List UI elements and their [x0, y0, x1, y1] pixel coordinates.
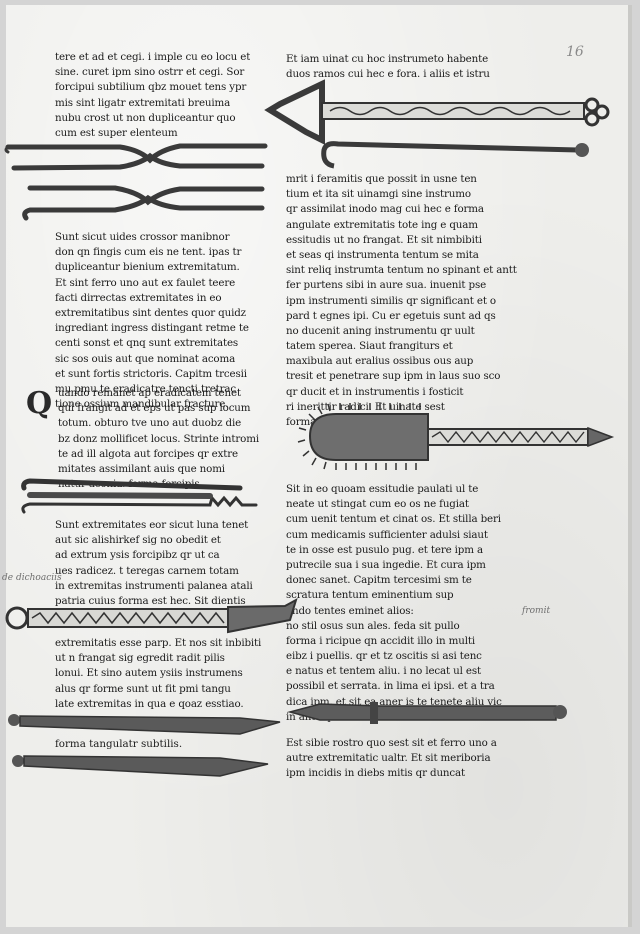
text-line: sint reliq instrumta tentum no spinant e…	[286, 264, 517, 277]
text-line: eibz i puellis. qr et tz oscitis si asi …	[286, 650, 482, 663]
text-line: extremitatibus sint dentes quor quidz	[55, 306, 246, 319]
text-line: qui frangit ad et eps ut pas sup locum	[58, 402, 251, 415]
text-line: in extremitas instrumenti palanea atali	[55, 579, 253, 592]
left-text-block-2: Sunt sicut uides crossor manibnor don qn…	[55, 230, 265, 412]
text-line: essitudis ut no frangat. Et sit nimbibit…	[286, 233, 482, 246]
text-line: cum medicamis sufficienter adulsi siaut	[286, 528, 488, 541]
text-line: Sit in eo quoam essitudie paulati ul te	[286, 483, 479, 495]
text-line: patria cuius forma est hec. Sit dientis	[55, 594, 246, 607]
left-text-block-1: tere et ad et cegi. i imple cu eo locu e…	[55, 50, 250, 141]
left-margin-note: de dichoaciis	[2, 573, 62, 583]
text-line: alus qr forme sunt ut fit pmi tangu	[55, 682, 231, 695]
text-line: et sunt fortis strictoris. Capitm trcesi…	[55, 367, 247, 380]
text-line: totum. obturo tve uno aut duobz die	[58, 417, 242, 430]
text-line: tere et ad et cegi. i imple cu eo locu e…	[55, 51, 251, 63]
text-line: ipm incidis in diebs mitis qr duncat	[286, 767, 466, 780]
text-line: tresit et penetrare sup ipm in laus suo …	[286, 370, 501, 383]
text-line: tatem sperea. Siaut frangiturs et	[286, 340, 453, 353]
text-line: forma i ricipue qn accidit illo in multi	[286, 634, 475, 647]
text-line: possibil et serrata. in lima ei ipsi. et…	[286, 680, 495, 693]
text-line: ingrediant ingress distingant retme te	[55, 322, 249, 335]
left-text-block-3: uando remanet ap eradicatem tenet qui fr…	[58, 386, 268, 492]
text-line: te ad ill algota aut forcipes qr extre	[58, 447, 238, 460]
text-line: mu pmu te eradicatre tencti tretrac	[55, 382, 237, 395]
crossed-forceps-icon	[22, 185, 265, 221]
text-line: cum uenit tentum et cinat os. Et stilla …	[286, 513, 501, 526]
text-line: facti dirrectas extremitates in eo	[55, 291, 222, 304]
text-line: e natus et tentem aliu. i no lecat ul es…	[286, 665, 481, 678]
text-line: dupliceantur bienium extremitatum.	[55, 261, 240, 274]
thin-blade-instrument-icon	[8, 714, 281, 735]
thin-blade-instrument-icon	[12, 755, 269, 777]
left-caption-bottom: forma tangulatr subtilis.	[55, 738, 183, 750]
forked-instrument-icon	[264, 79, 610, 145]
text-line: putrecile sua i sua ingedie. Et cura ipm	[286, 558, 486, 571]
text-line: no ducenit aning instrumentu qr uult	[286, 324, 475, 337]
text-line: tium et ita sit uinamgi sine instrumo	[286, 188, 471, 201]
text-line: te in osse est pusulo pug. et tere ipm a	[286, 543, 483, 556]
text-line: centi sonst et qnq sunt extremitates	[55, 337, 239, 350]
text-line: qr assimilat inodo mag cui hec e forma	[286, 203, 484, 216]
toothed-forceps-icon	[21, 478, 258, 514]
text-line: pard t egnes ipi. Cu er egetuis sunt ad …	[286, 309, 496, 322]
text-line: donec sanet. Capitm tercesimi sm te	[286, 574, 472, 587]
manuscript-page	[6, 5, 632, 927]
text-line: sic sos ouis aut que nominat acoma	[55, 352, 236, 365]
text-line: don qn fingis cum eis ne tent. ipas tr	[55, 246, 242, 259]
text-line: sine. curet ipm sino ostrr et cegi. Sor	[55, 66, 245, 79]
text-line: tione ossium mandibular fracture.	[55, 398, 229, 411]
crossed-forceps-icon	[4, 143, 268, 171]
text-line: Et iam uinat cu hoc instrumeto habente	[286, 53, 489, 65]
rasp-file-instrument-icon	[297, 403, 615, 470]
text-line: mitates assimilant auis que nomi	[58, 462, 225, 475]
decorated-initial-q: Q	[26, 386, 53, 421]
text-line: duos ramos cui hec e fora. i aliis et is…	[286, 68, 490, 81]
text-line: cum est super elenteum	[55, 126, 178, 139]
text-line: ut n frangat sig egredit radit pilis	[55, 652, 225, 665]
left-text-block-4: Sunt extremitates eor sicut luna tenet a…	[55, 518, 270, 609]
text-line: ando tentes eminet alios:	[286, 604, 414, 617]
spear-instrument-icon	[287, 702, 567, 724]
spiral-handle-instrument-icon	[5, 597, 298, 634]
text-line: angulate extremitatis tote ing e quam	[286, 218, 478, 231]
text-line: Et sint ferro uno aut ex faulet teere	[55, 276, 236, 289]
text-line: bz donz mollificet locus. Strinte introm…	[58, 432, 259, 445]
text-line: Sunt extremitates eor sicut luna tenet	[55, 519, 249, 531]
folio-number: 16	[566, 44, 584, 60]
text-line: lonui. Et sino autem ysiis instrumens	[55, 667, 243, 680]
text-line: no stil osus sun ales. feda sit pullo	[286, 619, 460, 632]
text-line: autre extremitatic ualtr. Et sit meribor…	[286, 752, 491, 765]
text-line: et seas qi instrumenta tentum se mita	[286, 248, 479, 261]
right-margin-note: fromit	[522, 606, 551, 616]
right-text-block-4: Est sibie rostro quo sest sit et ferro u…	[286, 736, 521, 782]
text-line: ri inerittir radici. Et uinate sest	[286, 400, 445, 413]
text-line: late extremitas in qua e qoaz esstiao.	[55, 697, 244, 710]
text-line: ipm instrumenti similis qr significant e…	[286, 294, 496, 307]
text-line: qr ducit et in instrumentis i fosticit	[286, 385, 464, 398]
text-line: maxibula aut eralius ossibus ous aup	[286, 355, 474, 368]
text-line: scratura tentum eminentium sup	[286, 589, 454, 602]
text-line: neate ut stingat cum eo os ne fugiat	[286, 498, 469, 511]
right-text-block-1: Et iam uinat cu hoc instrumeto habente d…	[286, 52, 490, 82]
text-line: Sunt sicut uides crossor manibnor	[55, 231, 230, 243]
text-line: nubu crost ut non dupliceantur quo	[55, 111, 236, 124]
text-line: uando remanet ap eradicatem tenet	[58, 387, 241, 399]
text-line: aut sic alishirkef sig no obedit et	[55, 534, 221, 547]
text-line: mis sint ligatr extremitati breuima	[55, 96, 231, 109]
right-text-block-2: mrit i feramitis que possit in usne ten …	[286, 172, 521, 430]
text-line: Est sibie rostro quo sest sit et ferro u…	[286, 737, 497, 749]
text-line: fer purtens sibi in aure sua. inuenit ps…	[286, 279, 487, 292]
text-line: extremitatis esse parp. Et nos sit inbib…	[55, 637, 262, 649]
text-line: mrit i feramitis que possit in usne ten	[286, 173, 477, 185]
text-line: ad extrum ysis forcipibz qr ut ca	[55, 549, 220, 562]
left-text-block-5: extremitatis esse parp. Et nos sit inbib…	[55, 636, 270, 712]
text-line: forcipui subtilium qbz mouet tens ypr	[55, 81, 247, 94]
text-line: ues radicez. t teregas carnem totam	[55, 564, 239, 577]
hooked-rod-instrument-icon	[321, 141, 589, 169]
